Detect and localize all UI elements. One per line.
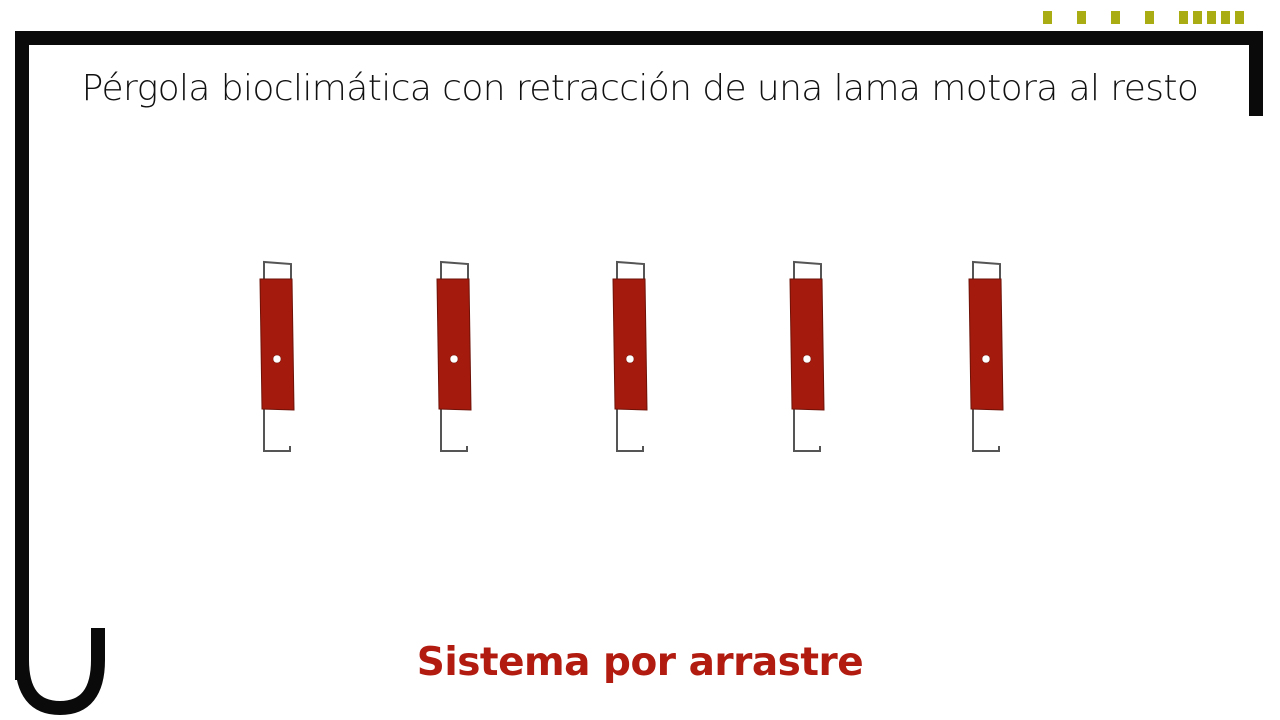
bottom-hook [972,409,1000,452]
deco-square [1235,11,1244,24]
top-hook [972,260,1001,280]
pivot-dot [272,354,282,364]
deco-square [1221,11,1230,24]
top-hook [440,260,469,280]
bottom-hook [263,409,291,452]
louvre-blade [259,278,295,411]
deco-square [1145,11,1154,24]
louvre-blade [612,278,648,411]
frame-hook [15,628,105,716]
pivot-dot [981,354,991,364]
louvre-3 [612,260,648,452]
pivot-dot [449,354,459,364]
louvre-blade [436,278,472,411]
frame-border [15,31,1263,680]
bottom-hook [793,409,821,452]
pivot-dot [625,354,635,364]
bottom-hook [616,409,644,452]
louvre-blade [789,278,825,411]
deco-square [1077,11,1086,24]
deco-square [1043,11,1052,24]
deco-square [1193,11,1202,24]
deco-square [1179,11,1188,24]
louvre-group [259,260,1004,452]
louvre-4 [789,260,825,452]
top-hook [616,260,645,280]
top-hook [793,260,822,280]
caption-text: Sistema por arrastre [416,640,864,685]
decorative-squares [1043,11,1253,25]
deco-square [1111,11,1120,24]
louvre-5 [968,260,1004,452]
top-hook [263,260,292,280]
louvre-2 [436,260,472,452]
page-title: Pérgola bioclimática con retracción de u… [81,68,1199,109]
deco-square [1207,11,1216,24]
pivot-dot [802,354,812,364]
louvre-blade [968,278,1004,411]
bottom-hook [440,409,468,452]
louvre-1 [259,260,295,452]
